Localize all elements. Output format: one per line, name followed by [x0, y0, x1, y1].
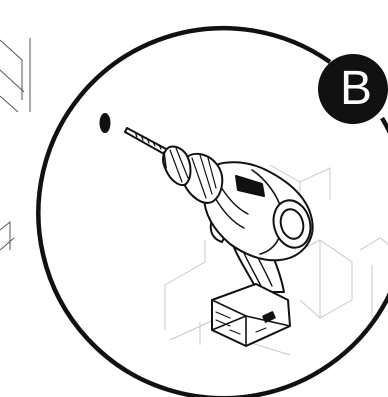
step-label-badge: B	[318, 54, 388, 124]
drill-battery	[212, 284, 290, 346]
drill-hole-mark	[100, 113, 111, 133]
drill-bit	[125, 128, 168, 155]
step-label-text: B	[340, 65, 372, 113]
cordless-drill-icon	[125, 128, 316, 346]
drill-chuck	[163, 147, 191, 186]
cabinet-outline-left	[0, 38, 30, 250]
